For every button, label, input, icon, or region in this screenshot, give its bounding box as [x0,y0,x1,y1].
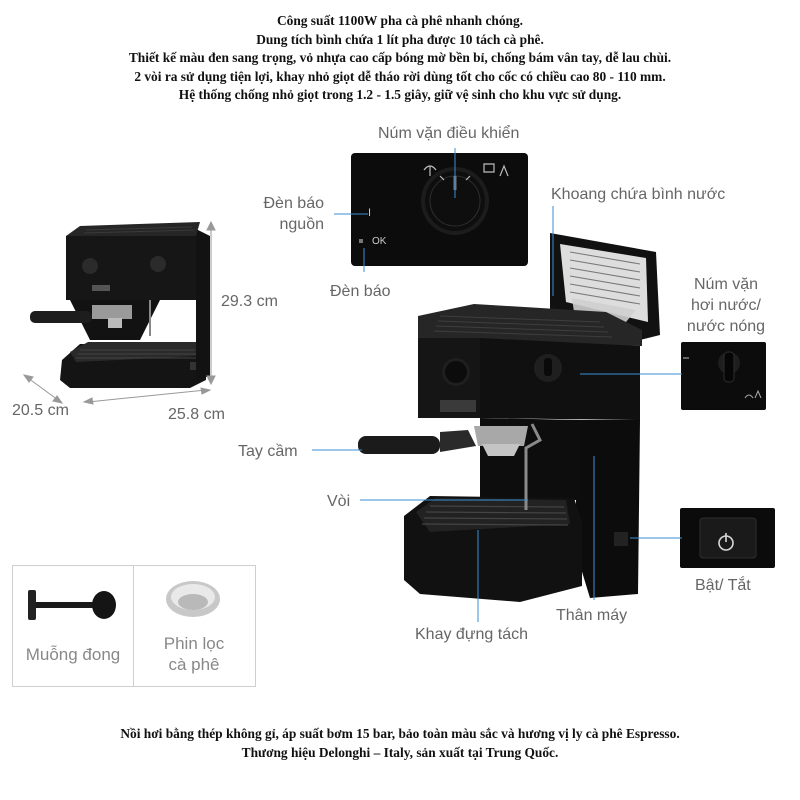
label-tamper: Muỗng đong [25,645,121,664]
footer-line: Nồi hơi bằng thép không gỉ, áp suất bơm … [120,726,680,741]
dimension-lines [22,220,216,405]
power-button-inset [680,508,775,568]
power-mark: I [368,207,372,219]
callout-lines [312,148,682,622]
label-control-knob: Núm vặn điều khiển [378,125,520,142]
label-filter: Phin lọc cà phê [134,633,254,675]
feature-line: Thiết kế màu đen sang trọng, vỏ nhựa cao… [128,50,672,66]
footer-description: Nồi hơi bằng thép không gỉ, áp suất bơm … [0,724,800,762]
tamper-image [28,590,116,620]
label-filter-line: Phin lọc [163,634,225,653]
accessories-panel [12,565,256,687]
label-cup-tray: Khay đựng tách [415,626,529,643]
steam-knob-inset [681,342,766,410]
label-steam-knob-line: nước nóng [686,318,766,335]
feature-description: Công suất 1100W pha cà phê nhanh chóng. … [0,12,800,105]
label-water-tank: Khoang chứa bình nước [551,186,726,203]
feature-line: Công suất 1100W pha cà phê nhanh chóng. [276,13,524,28]
label-indicator-light: Đèn báo [330,283,391,300]
label-spout: Vòi [327,493,351,510]
feature-line: Dung tích bình chứa 1 lít pha được 10 tá… [256,31,544,47]
depth-dimension: 20.5 cm [12,402,69,419]
feature-line: 2 vòi ra sử dụng tiện lợi, khay nhỏ giọt… [134,68,666,84]
label-body: Thân máy [556,607,628,624]
label-power-light-line: nguồn [279,216,325,233]
label-filter-line: cà phê [168,655,220,674]
footer-line: Thương hiệu Delonghi – Italy, sản xuất t… [241,745,559,760]
filter-basket-image [166,581,220,617]
small-machine-image [30,222,210,388]
label-power-light: Đèn báo nguồn [262,193,325,235]
control-panel-inset [351,153,528,266]
label-steam-knob: Núm vặn hơi nước/ nước nóng [682,274,770,337]
feature-line: Hệ thống chống nhỏ giọt trong 1.2 - 1.5 … [178,87,622,103]
ok-mark: OK [372,236,387,247]
label-steam-knob-line: hơi nước/ [691,297,761,314]
height-dimension: 29.3 cm [221,293,278,310]
label-on-off: Bật/ Tắt [695,577,751,594]
main-machine-image [358,233,660,602]
width-dimension: 25.8 cm [168,406,225,423]
label-handle: Tay cầm [238,443,298,460]
label-power-light-line: Đèn báo [263,195,325,212]
label-steam-knob-line: Núm vặn [693,276,759,293]
accessories-divider [133,565,134,687]
